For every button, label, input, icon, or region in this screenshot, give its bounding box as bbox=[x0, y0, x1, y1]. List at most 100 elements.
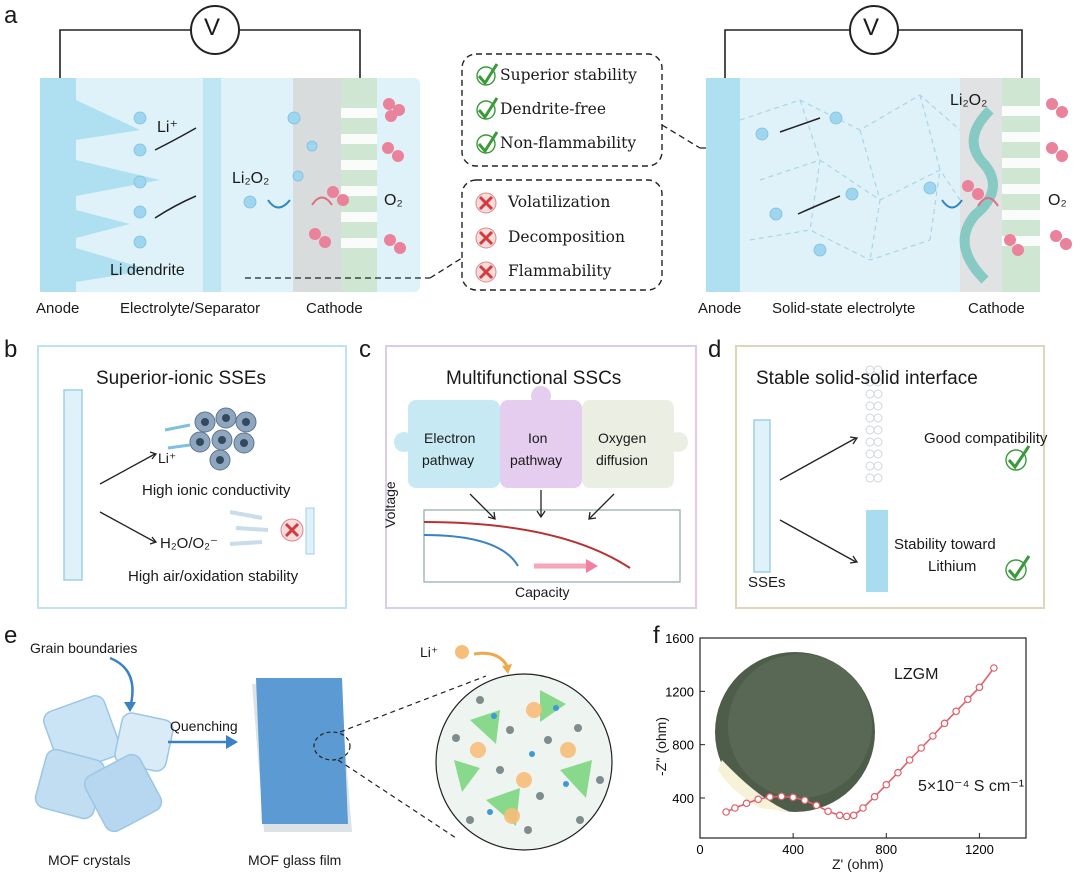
disadvantage-1: Volatilization bbox=[508, 193, 611, 211]
data-point bbox=[824, 807, 832, 816]
panel-letter-b: b bbox=[4, 336, 18, 363]
stability-toward-label: Stability toward bbox=[894, 536, 996, 553]
data-point bbox=[952, 707, 960, 716]
data-point bbox=[800, 796, 809, 805]
series-annotation-value: 5×10⁻⁴ S cm⁻¹ bbox=[918, 778, 1025, 795]
right-cell bbox=[706, 78, 1040, 292]
left-separator bbox=[203, 78, 221, 292]
y-tick-label: 1600 bbox=[665, 631, 694, 646]
data-point bbox=[766, 793, 774, 801]
disadvantage-3: Flammability bbox=[508, 262, 612, 280]
disadvantages-box bbox=[461, 179, 663, 291]
data-point bbox=[929, 732, 937, 740]
panel-letter-e: e bbox=[4, 622, 18, 649]
li-ion-dots bbox=[133, 111, 318, 249]
left-anode bbox=[40, 78, 76, 292]
voltmeter-right-icon bbox=[849, 5, 899, 55]
quenching-label: Quenching bbox=[170, 718, 238, 734]
data-point bbox=[870, 792, 879, 801]
o2-label-left: O₂ bbox=[384, 192, 403, 209]
data-point bbox=[812, 801, 821, 810]
disadvantage-2: Decomposition bbox=[508, 228, 625, 246]
panel-letter-a: a bbox=[4, 2, 18, 29]
y-tick-label: 400 bbox=[672, 791, 694, 806]
panel-letter-c: c bbox=[359, 336, 371, 363]
panel-c-graphic bbox=[385, 345, 697, 609]
capacity-axis-label: Capacity bbox=[515, 584, 570, 600]
data-point bbox=[990, 664, 998, 672]
conductivity-label: High ionic conductivity bbox=[142, 482, 291, 499]
gas-flow-arrows bbox=[229, 510, 269, 546]
anode-label-right: Anode bbox=[698, 300, 742, 317]
voltage-capacity-axes bbox=[423, 509, 681, 583]
y-tick-label: 1200 bbox=[665, 684, 694, 699]
li2o2-label-right: Li₂O₂ bbox=[950, 92, 988, 109]
advantage-1: Superior stability bbox=[500, 66, 637, 84]
panel-d-title: Stable solid-solid interface bbox=[756, 368, 978, 389]
x-tick-label: 400 bbox=[782, 842, 804, 857]
stability-label: High air/oxidation stability bbox=[128, 568, 299, 585]
data-point bbox=[963, 695, 972, 704]
left-cathode-porous bbox=[293, 78, 341, 292]
compatible-interface bbox=[865, 365, 883, 483]
data-point bbox=[722, 808, 730, 816]
advantage-2: Dendrite-free bbox=[500, 100, 607, 118]
x-tick-label: 800 bbox=[875, 842, 897, 857]
panel-letter-d: d bbox=[708, 336, 722, 363]
data-point bbox=[731, 804, 739, 812]
panel-b-graphic bbox=[37, 345, 347, 609]
data-point bbox=[777, 792, 786, 801]
voltmeter-left-icon bbox=[190, 5, 240, 55]
data-point bbox=[859, 804, 867, 812]
sse-film bbox=[63, 389, 83, 581]
panel-d-graphic bbox=[735, 345, 1045, 609]
data-point bbox=[882, 780, 891, 789]
puzzle-1-line1: Electron bbox=[424, 430, 476, 446]
dendrite-label: Li dendrite bbox=[110, 262, 185, 279]
y-tick-label: 800 bbox=[672, 738, 694, 753]
sse-film-d bbox=[753, 419, 771, 573]
o2-molecules-left bbox=[309, 98, 406, 254]
anode-label-left: Anode bbox=[36, 300, 80, 317]
data-point bbox=[894, 768, 902, 777]
mof-crystals-label: MOF crystals bbox=[48, 852, 131, 868]
li-ion-label: Li⁺ bbox=[157, 119, 178, 136]
electrolyte-label: Solid-state electrolyte bbox=[772, 300, 916, 317]
voltmeter-label-left: V bbox=[204, 14, 221, 41]
data-point bbox=[789, 793, 797, 802]
data-point bbox=[754, 795, 763, 804]
species-label: H₂O/O₂⁻ bbox=[160, 535, 218, 552]
advantages-box bbox=[461, 53, 663, 167]
mof-glass-label: MOF glass film bbox=[248, 852, 342, 868]
li-ion-label-b: Li⁺ bbox=[158, 450, 177, 466]
y-axis-title: -Z'' (ohm) bbox=[653, 716, 669, 776]
puzzle-2-line1: Ion bbox=[528, 430, 548, 446]
li-ions-zoom bbox=[470, 702, 576, 824]
data-point bbox=[742, 799, 751, 808]
check-icons bbox=[476, 63, 499, 154]
data-point bbox=[975, 683, 984, 692]
lithium-label: Lithium bbox=[928, 558, 977, 575]
data-point bbox=[835, 811, 844, 820]
separator-label: Electrolyte/Separator bbox=[120, 300, 261, 317]
series-annotation-name: LZGM bbox=[894, 666, 939, 683]
check-icons-d bbox=[1005, 445, 1031, 581]
x-tick-label: 0 bbox=[696, 842, 703, 857]
x-tick-label: 1200 bbox=[965, 842, 994, 857]
data-point bbox=[940, 719, 949, 728]
sses-label: SSEs bbox=[748, 574, 786, 591]
x-axis-title: Z' (ohm) bbox=[832, 856, 884, 872]
grain-boundaries-label: Grain boundaries bbox=[30, 640, 138, 656]
cathode-label-right: Cathode bbox=[968, 300, 1025, 317]
mof-glass-film bbox=[256, 678, 348, 824]
panel-b-title: Superior-ionic SSEs bbox=[96, 368, 267, 389]
panel-letter-f: f bbox=[653, 622, 660, 649]
advantage-3: Non-flammability bbox=[500, 134, 637, 152]
panel-a-graphic bbox=[40, 5, 1072, 292]
cathode-label-left: Cathode bbox=[306, 300, 363, 317]
o2-molecules-right bbox=[962, 98, 1072, 256]
cross-icons bbox=[475, 192, 497, 283]
puzzle-3-line2: diffusion bbox=[596, 452, 648, 468]
puzzle-2-line2: pathway bbox=[510, 452, 563, 468]
puzzle-3-line1: Oxygen bbox=[598, 430, 647, 446]
